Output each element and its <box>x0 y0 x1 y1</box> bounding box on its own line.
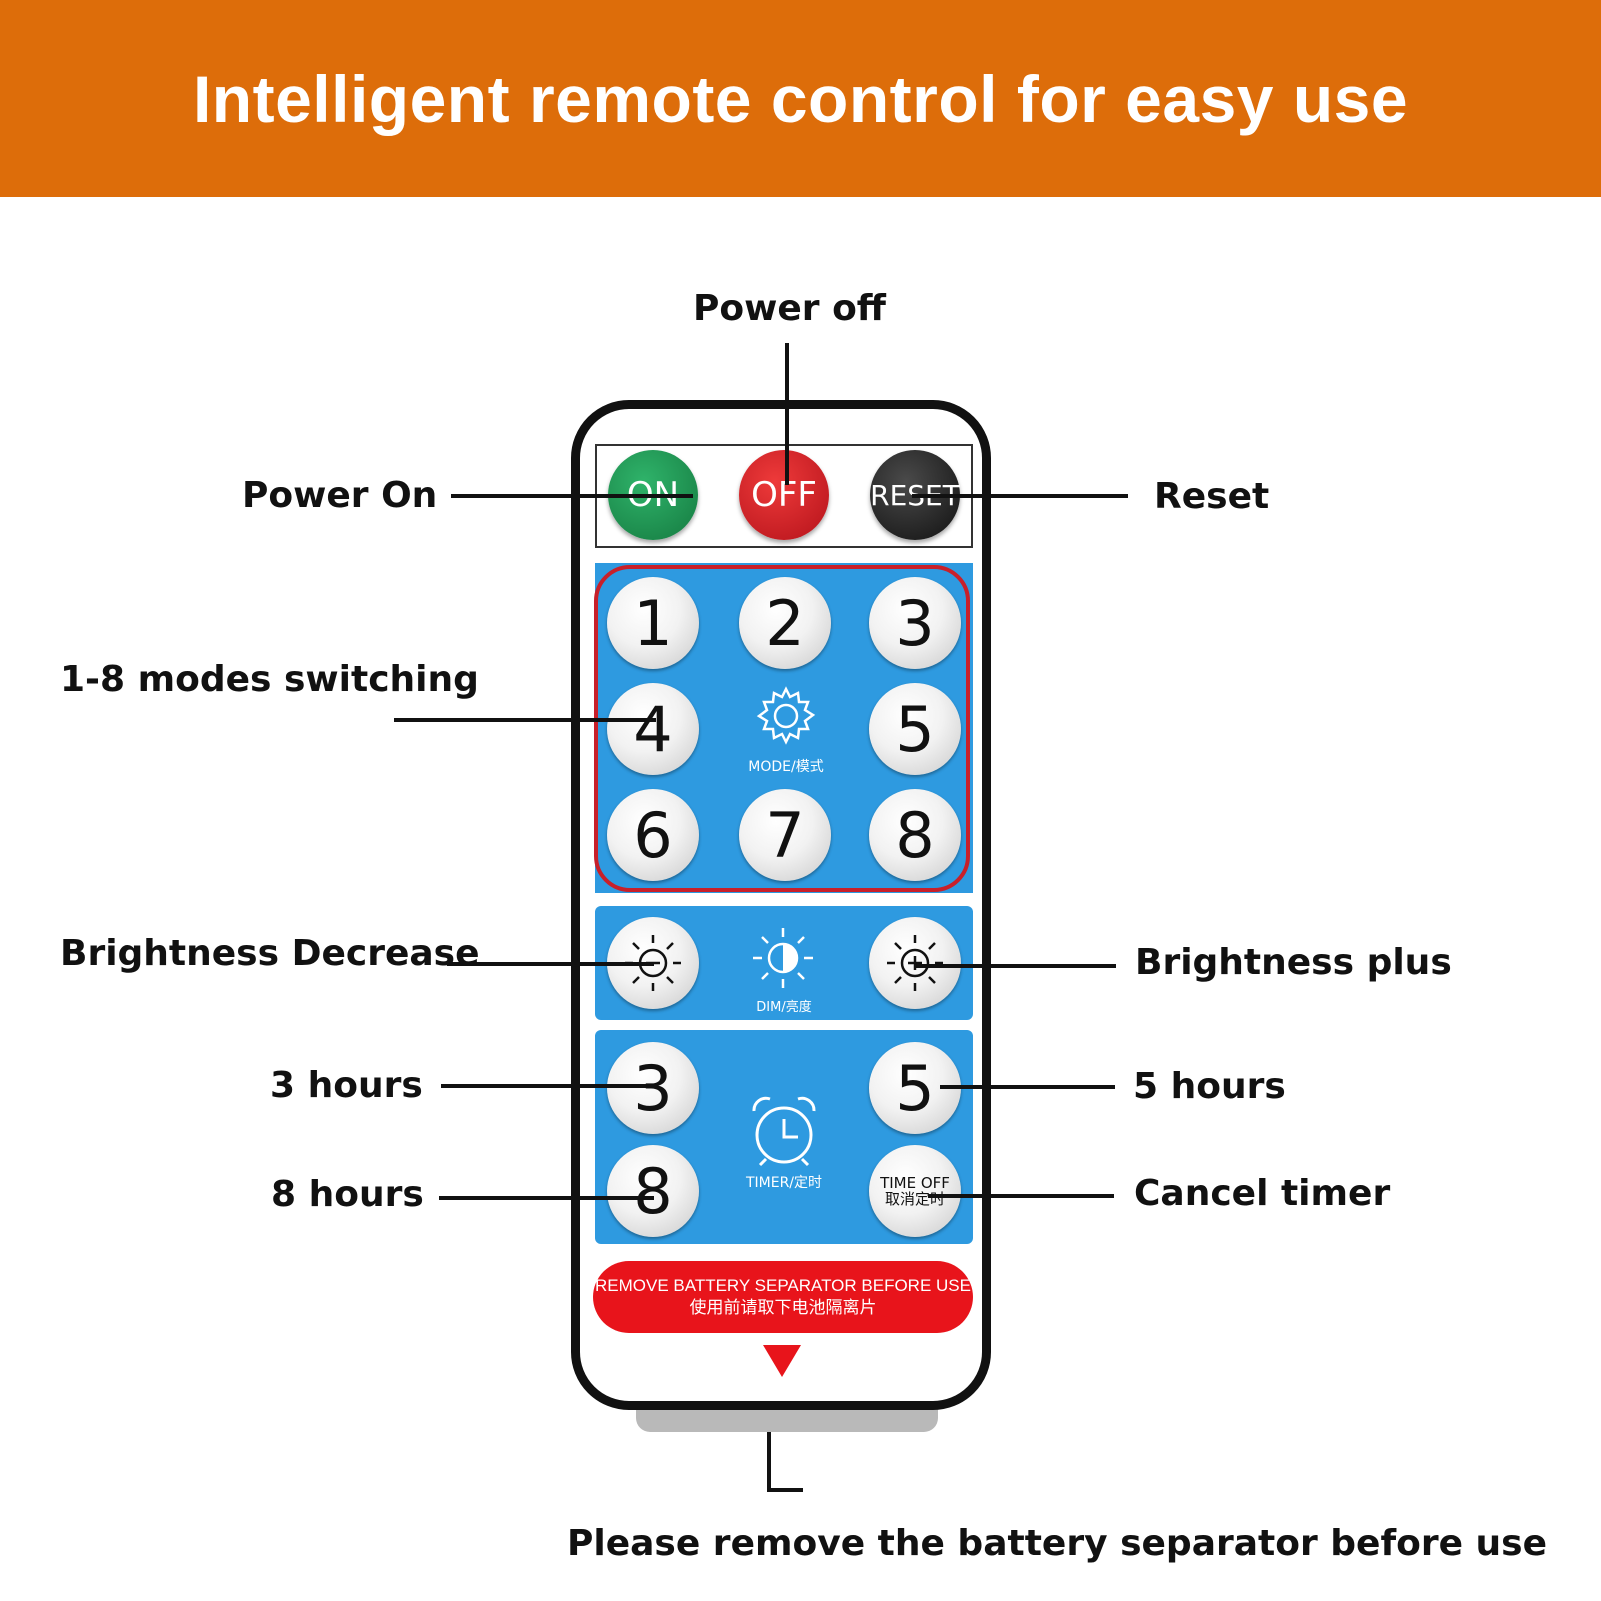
mode-button-4[interactable]: 4 <box>607 683 699 775</box>
hours-5-leader-line <box>940 1085 1115 1089</box>
battery-leader-vertical <box>767 1432 771 1492</box>
mode-button-3[interactable]: 3 <box>869 577 961 669</box>
mode-highlight-frame <box>594 565 970 892</box>
reset-leader-line <box>912 494 1128 498</box>
hours-8-leader-line <box>439 1196 654 1200</box>
off-button[interactable]: OFF <box>739 450 829 540</box>
power-on-callout: Power On <box>242 475 438 516</box>
timer-caption: TIMER/定时 <box>745 1175 823 1191</box>
alarm-clock-icon <box>752 1096 816 1167</box>
mode-caption: MODE/模式 <box>748 759 824 775</box>
mode-button-2[interactable]: 2 <box>739 577 831 669</box>
mode-button-1[interactable]: 1 <box>607 577 699 669</box>
hours-8-callout: 8 hours <box>271 1174 424 1215</box>
brightness-plus-button[interactable] <box>869 917 961 1009</box>
cancel-timer-leader-line <box>928 1194 1114 1198</box>
power-on-leader-line <box>451 494 693 498</box>
hours-3-leader-line <box>441 1084 654 1088</box>
mode-button-7[interactable]: 7 <box>739 789 831 881</box>
cancel-timer-button[interactable]: TIME OFF 取消定时 <box>869 1145 961 1237</box>
power-off-callout: Power off <box>693 288 886 329</box>
brightness-decrease-leader-line <box>447 962 654 966</box>
brightness-decrease-callout: Brightness Decrease <box>60 933 480 974</box>
brightness-plus-callout: Brightness plus <box>1135 942 1452 983</box>
hours-5-callout: 5 hours <box>1133 1066 1286 1107</box>
mode-button-8[interactable]: 8 <box>869 789 961 881</box>
header-banner: Intelligent remote control for easy use <box>0 0 1601 197</box>
mode-button-5[interactable]: 5 <box>869 683 961 775</box>
battery-warning-label: REMOVE BATTERY SEPARATOR BEFORE USE 使用前请… <box>593 1261 973 1333</box>
dim-caption: DIM/亮度 <box>756 1000 812 1015</box>
arrow-down-icon <box>763 1345 801 1377</box>
sun-plus-icon <box>887 935 943 991</box>
battery-leader-horizontal <box>767 1488 803 1492</box>
power-off-leader-line <box>785 343 789 485</box>
modes-leader-line <box>394 718 656 722</box>
gear-icon <box>756 686 816 745</box>
reset-callout: Reset <box>1154 476 1270 517</box>
timer-8-hours-button[interactable]: 8 <box>607 1145 699 1237</box>
remote-control-body <box>571 400 991 1410</box>
battery-note-callout: Please remove the battery separator befo… <box>567 1523 1548 1564</box>
page-title: Intelligent remote control for easy use <box>192 61 1409 136</box>
cancel-timer-callout: Cancel timer <box>1134 1173 1391 1214</box>
brightness-icon <box>753 928 813 988</box>
hours-3-callout: 3 hours <box>270 1065 423 1106</box>
timer-5-hours-button[interactable]: 5 <box>869 1042 961 1134</box>
modes-callout: 1-8 modes switching <box>60 659 479 700</box>
mode-button-6[interactable]: 6 <box>607 789 699 881</box>
brightness-plus-leader-line <box>916 964 1116 968</box>
timer-3-hours-button[interactable]: 3 <box>607 1042 699 1134</box>
